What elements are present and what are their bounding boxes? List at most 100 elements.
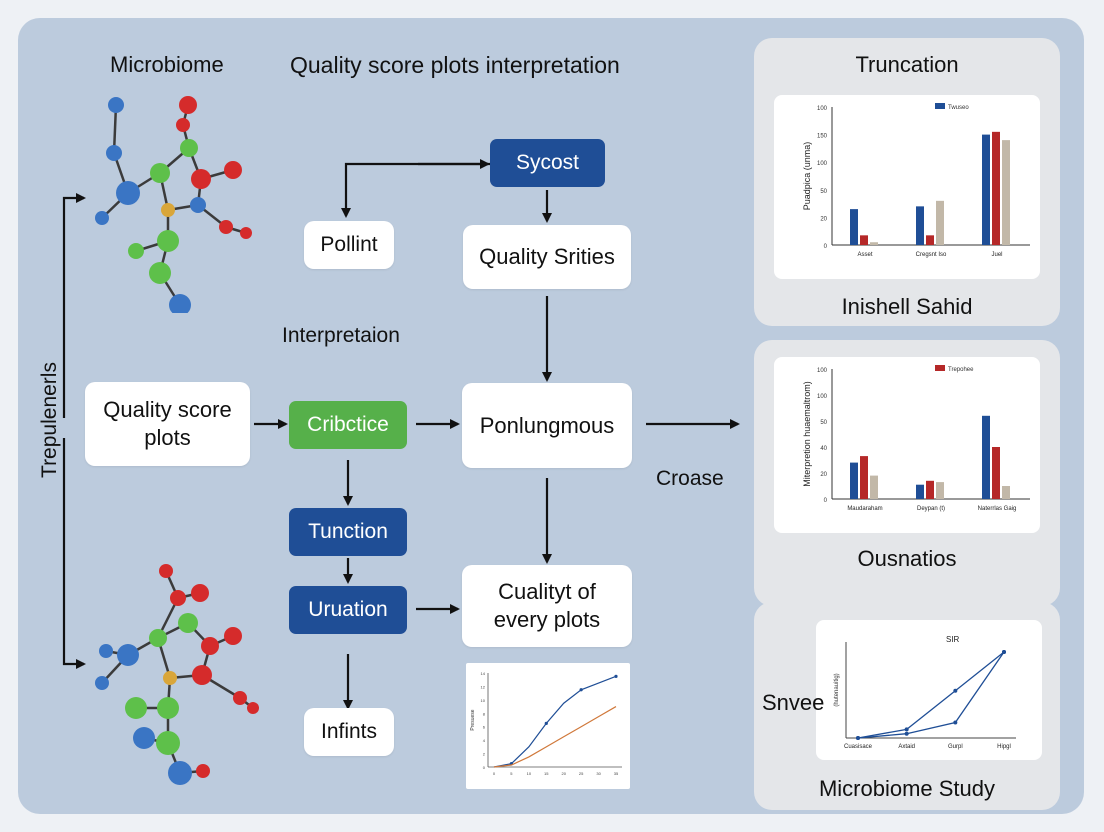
bar: [982, 415, 990, 499]
bar: [870, 475, 878, 499]
chart-title: SIR: [946, 635, 960, 644]
y-axis-label: Miterpretion huaemaltrom): [802, 381, 812, 487]
quality-score-plots-node[interactable]: Quality score plots: [85, 382, 250, 466]
y-tick-label: 50: [820, 189, 827, 195]
ponlungmous-node[interactable]: Ponlungmous: [462, 383, 632, 468]
x-tick-label: 35: [614, 771, 619, 776]
bar: [992, 131, 1000, 245]
y-axis-label: (hutenauitig): [834, 673, 840, 706]
bar: [936, 482, 944, 499]
arrow-sycost-to-pollint: [341, 162, 490, 218]
x-tick-label: Naterrlas Gaig: [978, 506, 1017, 512]
y-tick-label: 100: [817, 368, 828, 374]
study-caption: Microbiome Study: [818, 776, 996, 801]
study-side-label: Snvee: [762, 690, 825, 715]
infints-node[interactable]: Infints: [304, 708, 394, 756]
molecule-top: [95, 96, 252, 313]
y-tick-label: 0: [483, 765, 486, 770]
x-tick-label: Juel: [991, 252, 1002, 258]
x-tick-label: 10: [527, 771, 532, 776]
y-tick-label: 8: [483, 711, 486, 716]
bar: [992, 447, 1000, 499]
uruation-node[interactable]: Uruation: [289, 586, 407, 634]
y-tick-label: 4: [483, 738, 486, 743]
data-point: [904, 727, 909, 732]
molecule-bottom: [95, 564, 259, 785]
x-tick-label: 20: [561, 771, 566, 776]
crease-label: Croase: [656, 467, 724, 490]
x-tick-label: 15: [544, 771, 549, 776]
legend-swatch: [935, 103, 945, 109]
data-point: [579, 688, 583, 692]
connector-layer: [62, 159, 740, 710]
ousnatios-caption: Ousnatios: [857, 546, 957, 571]
bar: [916, 206, 924, 245]
y-tick-label: 50: [820, 420, 827, 426]
y-tick-label: 40: [820, 446, 827, 452]
legend-label: Trepohee: [948, 367, 974, 373]
data-point: [856, 736, 860, 740]
y-tick-label: 14: [481, 671, 486, 676]
y-tick-label: 12: [481, 684, 486, 689]
data-point: [904, 731, 909, 736]
y-tick-label: 150: [817, 134, 828, 140]
bar: [1002, 486, 1010, 499]
series-line: [493, 675, 617, 768]
x-tick-label: Asset: [857, 252, 872, 258]
series-line: [857, 651, 1005, 739]
pollint-node[interactable]: Pollint: [304, 221, 394, 269]
bar: [870, 242, 878, 245]
cribctice-node[interactable]: Cribctice: [289, 401, 407, 449]
x-tick-label: Cuasisace: [844, 744, 873, 750]
microbiome-heading: Microbiome: [110, 52, 224, 77]
bracket-to-top-molecule: [62, 193, 86, 418]
y-tick-label: 20: [820, 472, 827, 478]
y-tick-label: 0: [824, 244, 828, 250]
quality-srities-node[interactable]: Quality Srities: [463, 225, 631, 289]
x-tick-label: 5: [510, 771, 513, 776]
series-line: [857, 651, 1005, 739]
bar: [926, 480, 934, 499]
x-tick-label: Deypan (t): [917, 506, 945, 512]
data-point: [614, 674, 618, 678]
data-point: [953, 688, 958, 693]
bar: [926, 235, 934, 245]
bar: [850, 462, 858, 499]
x-tick-label: 0: [493, 771, 496, 776]
x-tick-label: Axtaid: [898, 744, 915, 750]
y-tick-label: 100: [817, 394, 828, 400]
x-tick-label: 30: [596, 771, 601, 776]
main-title: Quality score plots interpretation: [290, 52, 620, 78]
bar: [936, 200, 944, 245]
y-tick-label: 20: [820, 216, 827, 222]
sycost-node[interactable]: Sycost: [490, 139, 605, 187]
diagram-canvas: Microbiome Quality score plots interpret…: [18, 18, 1084, 814]
y-tick-label: 10: [481, 698, 486, 703]
truncation-caption: Inishell Sahid: [841, 294, 973, 319]
interpretation-heading: Interpretaion: [282, 324, 400, 347]
legend-label: Twuseo: [948, 105, 969, 111]
cualityt-node[interactable]: Cualityt of every plots: [462, 565, 632, 647]
data-point: [544, 721, 548, 725]
data-point: [1002, 650, 1006, 654]
x-tick-label: 25: [579, 771, 584, 776]
bar: [850, 209, 858, 245]
y-tick-label: 0: [824, 498, 828, 504]
x-tick-label: Gurpl: [948, 744, 963, 750]
tunction-node[interactable]: Tunction: [289, 508, 407, 556]
bracket-to-bottom-molecule: [62, 438, 86, 669]
bar: [1002, 140, 1010, 245]
y-axis-label: Presuese: [470, 709, 476, 730]
y-tick-label: 100: [817, 106, 828, 112]
truncation-title: Truncation: [855, 52, 959, 77]
